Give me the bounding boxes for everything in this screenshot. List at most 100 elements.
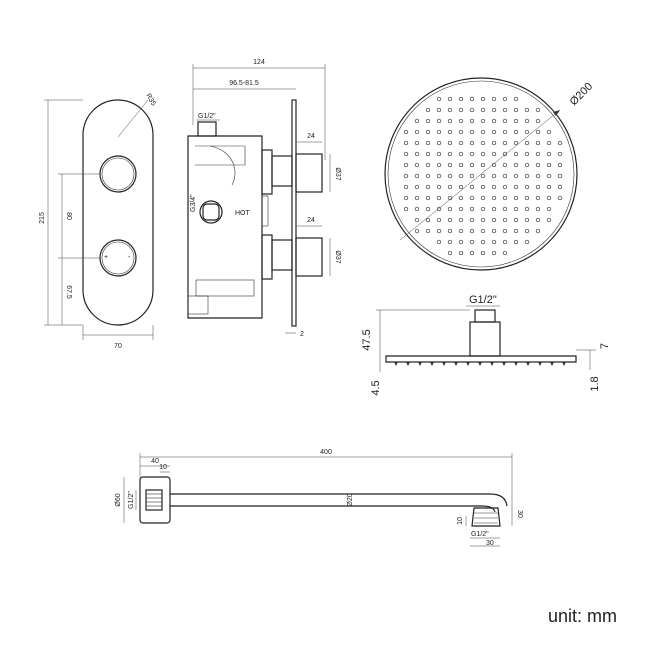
upper-spindle <box>295 153 323 193</box>
nozzle <box>513 217 519 223</box>
nozzle <box>447 250 453 256</box>
nozzle <box>513 184 519 190</box>
wall-thread <box>145 489 163 511</box>
nozzle <box>425 195 431 201</box>
nozzle <box>425 151 431 157</box>
nozzle <box>513 228 519 234</box>
nozzle <box>458 217 464 223</box>
nozzle <box>491 107 497 113</box>
nozzle <box>436 228 442 234</box>
nozzle <box>436 151 442 157</box>
nozzle <box>436 173 442 179</box>
nozzle <box>469 184 475 190</box>
nozzle <box>535 129 541 135</box>
nozzle <box>425 107 431 113</box>
nut-depth-label: 10 <box>159 464 167 471</box>
flange-dia-label: Ø60 <box>115 493 122 506</box>
nozzle <box>502 195 508 201</box>
nozzle <box>491 118 497 124</box>
nozzle <box>436 195 442 201</box>
nozzle <box>469 129 475 135</box>
side-nozzle <box>562 362 566 366</box>
faceplate-outline <box>82 99 154 326</box>
nozzle <box>414 206 420 212</box>
nozzle <box>491 195 497 201</box>
nozzle <box>524 195 530 201</box>
head-height-label: 47.5 <box>361 329 373 350</box>
nozzle <box>436 162 442 168</box>
nozzle <box>502 118 508 124</box>
side-nozzle <box>550 362 554 366</box>
nozzle <box>469 206 475 212</box>
nozzle <box>469 96 475 102</box>
end-width-label: 30 <box>486 540 494 547</box>
nozzle <box>436 140 442 146</box>
side-nozzle <box>394 362 398 366</box>
nozzle <box>425 228 431 234</box>
nozzle <box>480 96 486 102</box>
nozzle <box>458 173 464 179</box>
nozzle <box>480 129 486 135</box>
shower-head-top-view: Ø200 <box>384 77 595 271</box>
nozzle <box>524 184 530 190</box>
nozzle <box>447 206 453 212</box>
end-thread-label: G1/2" <box>471 531 489 538</box>
nozzle <box>491 151 497 157</box>
nozzle <box>524 118 530 124</box>
nozzle <box>524 217 530 223</box>
nozzle <box>469 239 475 245</box>
nozzle <box>414 217 420 223</box>
nozzle <box>513 195 519 201</box>
depth-range-label: 96.5-81.5 <box>229 80 259 87</box>
nozzle <box>403 140 409 146</box>
nozzle <box>502 239 508 245</box>
head-connector-nut <box>474 309 496 323</box>
nozzle <box>425 129 431 135</box>
nozzle <box>414 195 420 201</box>
side-nozzle <box>478 362 482 366</box>
nozzle <box>491 129 497 135</box>
nozzle <box>491 96 497 102</box>
nozzle <box>535 228 541 234</box>
end-thread-len-label: 10 <box>457 517 464 525</box>
nozzle <box>414 151 420 157</box>
knob-hot-mark: + <box>104 254 108 261</box>
nozzle <box>458 239 464 245</box>
radius-label: R35 <box>144 93 157 108</box>
nozzle <box>491 228 497 234</box>
drop-label: 30 <box>516 510 523 518</box>
nozzle <box>425 118 431 124</box>
nozzle <box>480 195 486 201</box>
head-edge-label: 1.8 <box>589 376 601 391</box>
nozzle <box>546 206 552 212</box>
head-plate-profile <box>385 355 577 363</box>
nozzle <box>403 129 409 135</box>
nozzle <box>469 118 475 124</box>
nozzle <box>535 118 541 124</box>
nozzle <box>513 96 519 102</box>
nozzle <box>447 173 453 179</box>
plate-height-label: 215 <box>39 212 46 224</box>
nozzle <box>436 217 442 223</box>
nozzle <box>469 140 475 146</box>
nozzle <box>447 129 453 135</box>
total-depth-label: 124 <box>253 59 265 66</box>
nozzle <box>535 162 541 168</box>
nozzle <box>491 250 497 256</box>
nozzle <box>535 173 541 179</box>
side-nozzle <box>514 362 518 366</box>
pipe-dia-label: Ø20 <box>347 493 354 506</box>
nozzle <box>557 173 563 179</box>
nozzle <box>447 217 453 223</box>
nozzle <box>557 140 563 146</box>
nozzle <box>557 195 563 201</box>
nozzle <box>414 140 420 146</box>
nozzle <box>403 151 409 157</box>
nozzle <box>535 195 541 201</box>
nozzle <box>436 239 442 245</box>
spindle-length-1-label: 24 <box>307 133 315 140</box>
nozzle <box>535 206 541 212</box>
nozzle <box>403 184 409 190</box>
nozzle <box>513 107 519 113</box>
nozzle <box>403 173 409 179</box>
